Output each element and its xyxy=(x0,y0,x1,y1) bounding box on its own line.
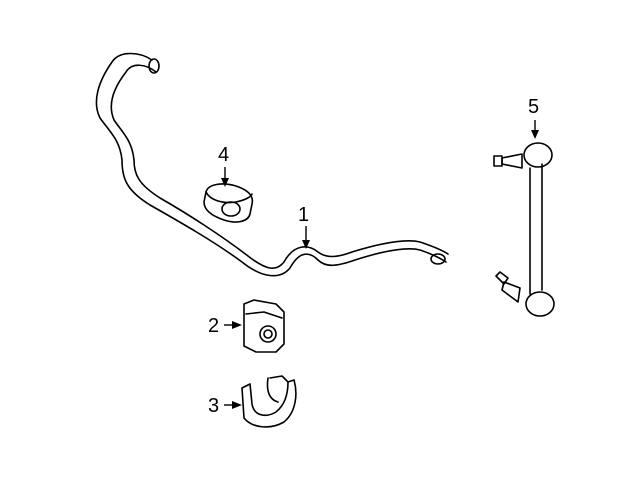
callout-3: 3 xyxy=(208,395,220,417)
callout-1: 1 xyxy=(298,204,310,226)
bushing-bracket-3 xyxy=(241,375,297,428)
callout-4: 4 xyxy=(218,144,230,166)
callout-2: 2 xyxy=(208,315,220,337)
callout-5: 5 xyxy=(528,96,540,118)
arrowhead-2 xyxy=(232,321,242,329)
arrowhead-3 xyxy=(232,401,242,409)
bushing-4 xyxy=(203,183,254,223)
arrowhead-1 xyxy=(302,240,310,249)
stabilizer-bar xyxy=(95,52,449,277)
arrowhead-5 xyxy=(531,130,539,139)
arrowhead-4 xyxy=(221,178,229,187)
stabilizer-link-5 xyxy=(493,142,555,317)
bushing-2 xyxy=(243,299,285,353)
